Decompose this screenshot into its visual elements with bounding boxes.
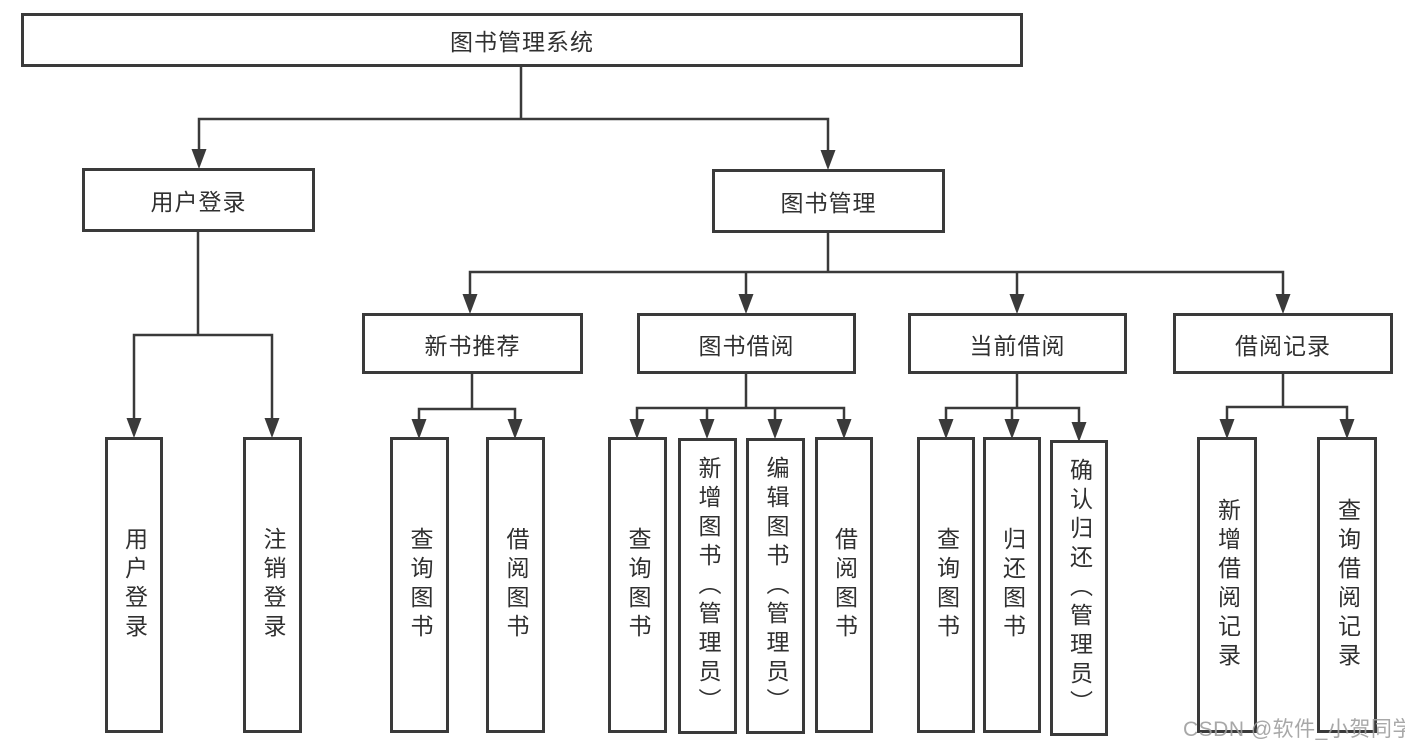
leaf-add-borrow-record: 新增借阅记录 (1197, 437, 1257, 733)
node-user-login: 用户登录 (82, 168, 315, 232)
connector-current-borrow (938, 372, 1087, 442)
leaf-query-books-recommend: 查询图书 (390, 437, 449, 733)
leaf-query-borrow-record: 查询借阅记录 (1317, 437, 1377, 733)
leaf-borrow-books: 借阅图书 (815, 437, 873, 733)
node-library-system: 图书管理系统 (21, 13, 1023, 67)
connector-book-borrow (629, 372, 852, 439)
node-book-borrow: 图书借阅 (637, 313, 856, 374)
connector-borrow-records (1219, 372, 1355, 439)
node-current-borrow: 当前借阅 (908, 313, 1127, 374)
node-book-management: 图书管理 (712, 169, 945, 233)
connector-user-login (126, 230, 280, 438)
leaf-query-books-current: 查询图书 (917, 437, 975, 733)
leaf-confirm-return-admin: 确认归还（管理员） (1050, 440, 1108, 736)
leaf-user-login: 用户登录 (105, 437, 163, 733)
leaf-borrow-books-recommend: 借阅图书 (486, 437, 545, 733)
node-new-book-recommend: 新书推荐 (362, 313, 583, 374)
leaf-return-books: 归还图书 (983, 437, 1041, 733)
node-borrow-records: 借阅记录 (1173, 313, 1393, 374)
leaf-query-books-borrow: 查询图书 (608, 437, 667, 733)
connector-new-book-recommend (411, 372, 523, 439)
connector-book-management (462, 231, 1291, 314)
csdn-watermark: CSDN @软件_小贺同学 (1183, 718, 1405, 741)
leaf-add-books-admin: 新增图书（管理员） (678, 438, 737, 734)
connector-root (191, 65, 836, 170)
leaf-edit-books-admin: 编辑图书（管理员） (746, 438, 805, 734)
leaf-logout-login: 注销登录 (243, 437, 302, 733)
